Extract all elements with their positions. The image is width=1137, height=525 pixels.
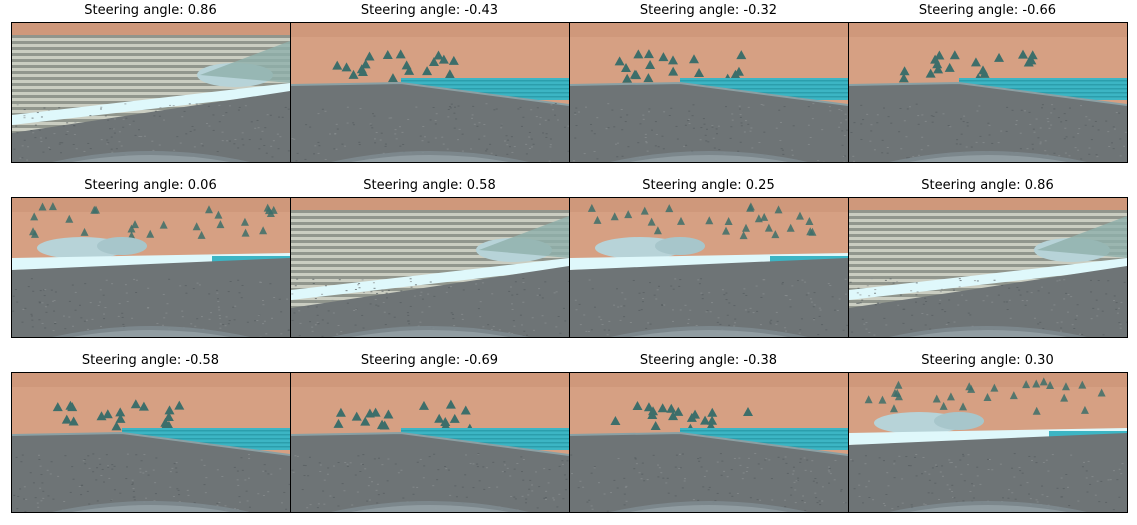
camera-frame [848, 197, 1128, 338]
frame-title: Steering angle: -0.32 [569, 0, 848, 22]
frame-panel: Steering angle: -0.58 [11, 350, 290, 525]
frame-title: Steering angle: -0.66 [848, 0, 1127, 22]
camera-frame [290, 197, 570, 338]
road-scene [12, 198, 290, 337]
camera-frame [848, 22, 1128, 163]
frame-title: Steering angle: 0.25 [569, 175, 848, 197]
road-scene [849, 23, 1127, 162]
road-scene [291, 373, 569, 512]
road-scene [291, 198, 569, 337]
frame-panel: Steering angle: 0.86 [11, 0, 290, 175]
road-scene [570, 198, 848, 337]
frame-title: Steering angle: -0.38 [569, 350, 848, 372]
frame-title: Steering angle: -0.58 [11, 350, 290, 372]
road-scene [849, 198, 1127, 337]
camera-frame [569, 372, 849, 513]
camera-frame [290, 372, 570, 513]
frame-panel: Steering angle: -0.38 [569, 350, 848, 525]
frame-title: Steering angle: 0.58 [290, 175, 569, 197]
camera-frame [569, 197, 849, 338]
camera-frame [290, 22, 570, 163]
frame-panel: Steering angle: -0.66 [848, 0, 1127, 175]
road-scene [12, 373, 290, 512]
camera-frame [11, 372, 291, 513]
frame-title: Steering angle: 0.86 [848, 175, 1127, 197]
frame-panel: Steering angle: -0.32 [569, 0, 848, 175]
road-scene [849, 373, 1127, 512]
frame-panel: Steering angle: 0.30 [848, 350, 1127, 525]
frame-panel: Steering angle: 0.06 [11, 175, 290, 350]
road-scene [570, 23, 848, 162]
road-scene [12, 23, 290, 162]
camera-frame [848, 372, 1128, 513]
frame-title: Steering angle: -0.69 [290, 350, 569, 372]
frame-panel: Steering angle: -0.69 [290, 350, 569, 525]
camera-frame [11, 22, 291, 163]
road-scene [291, 23, 569, 162]
camera-frame [569, 22, 849, 163]
camera-frame [11, 197, 291, 338]
frame-panel: Steering angle: -0.43 [290, 0, 569, 175]
frame-title: Steering angle: -0.43 [290, 0, 569, 22]
frame-panel: Steering angle: 0.86 [848, 175, 1127, 350]
frame-panel: Steering angle: 0.58 [290, 175, 569, 350]
road-scene [570, 373, 848, 512]
frame-panel: Steering angle: 0.25 [569, 175, 848, 350]
frame-title: Steering angle: 0.86 [11, 0, 290, 22]
frame-title: Steering angle: 0.30 [848, 350, 1127, 372]
frame-title: Steering angle: 0.06 [11, 175, 290, 197]
